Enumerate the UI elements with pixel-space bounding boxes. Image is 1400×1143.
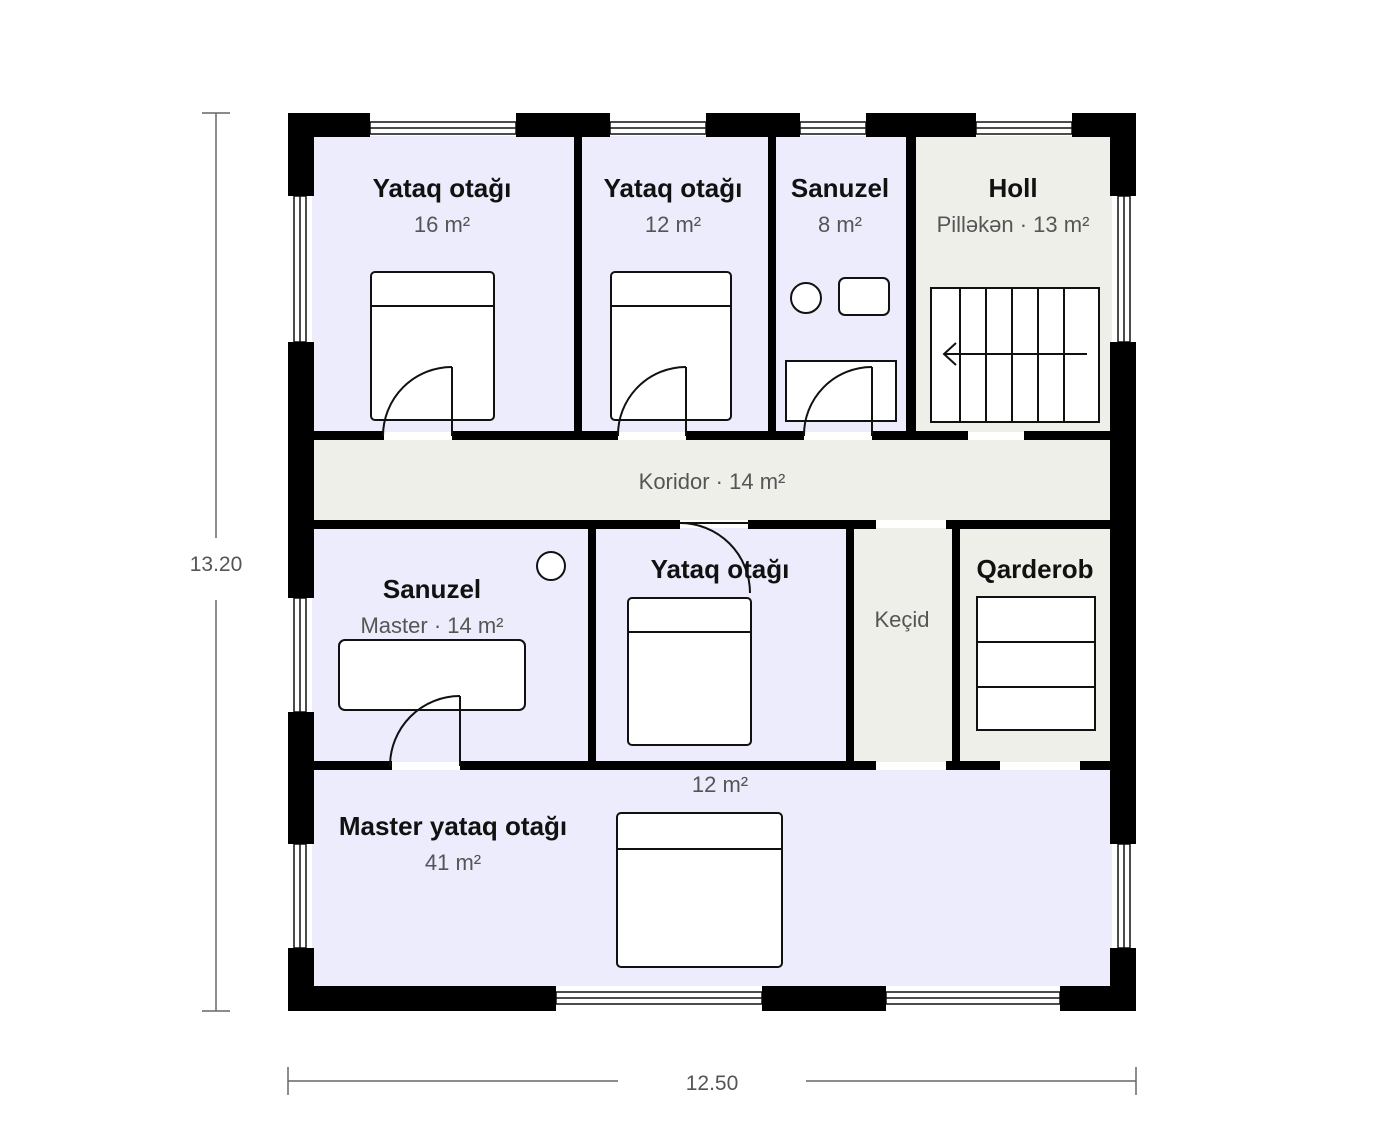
master-bedroom-area: 41 m² [425,850,481,875]
master-bathroom-area: Master · 14 m² [360,613,503,638]
passage-label: Keçid [874,607,929,632]
exterior-walls [288,113,1136,1011]
bedroom-2-area: 12 m² [645,212,701,237]
bedroom-3-area: 12 m² [692,772,748,797]
wardrobe-shelves-icon [976,596,1096,731]
bathroom-1-area: 8 m² [818,212,862,237]
stairs-icon [930,287,1100,423]
bathtub-icon [785,360,897,422]
toilet-icon [536,551,566,581]
hall-name: Holl [988,173,1037,203]
height-dimension [202,112,230,1012]
interior-walls [312,136,1112,770]
bed-icon [370,271,495,421]
wardrobe-name: Qarderob [976,554,1093,584]
door-swing-icon [802,366,873,437]
sink-icon [838,277,890,316]
height-dimension-label: 13.20 [190,553,243,576]
master-bedroom-name: Master yataq otağı [339,811,567,841]
bathtub-icon [338,639,526,711]
room-labels: Yataq otağı 16 m² Yataq otağı 12 m² Sanu… [190,173,1094,1095]
passage-fill [854,528,952,762]
toilet-icon [790,282,822,314]
bed-icon [616,812,783,968]
width-dimension-label: 12.50 [686,1072,739,1095]
bedroom-3-name: Yataq otağı [651,554,790,584]
bedroom-1-name: Yataq otağı [373,173,512,203]
door-swing-icon [679,522,751,594]
windows [293,121,1131,1005]
door-swing-icon [382,366,453,437]
door-swing-icon [389,695,461,767]
bedroom-2-name: Yataq otağı [604,173,743,203]
bed-icon [627,597,752,746]
corridor-label: Koridor · 14 m² [639,469,786,494]
width-dimension [287,1067,1137,1095]
bedroom-1-area: 16 m² [414,212,470,237]
hall-area: Pilləkən · 13 m² [937,212,1090,237]
door-swing-icon [616,366,687,437]
master-bathroom-name: Sanuzel [383,574,481,604]
bathroom-1-name: Sanuzel [791,173,889,203]
corridor-fill [312,440,1112,520]
